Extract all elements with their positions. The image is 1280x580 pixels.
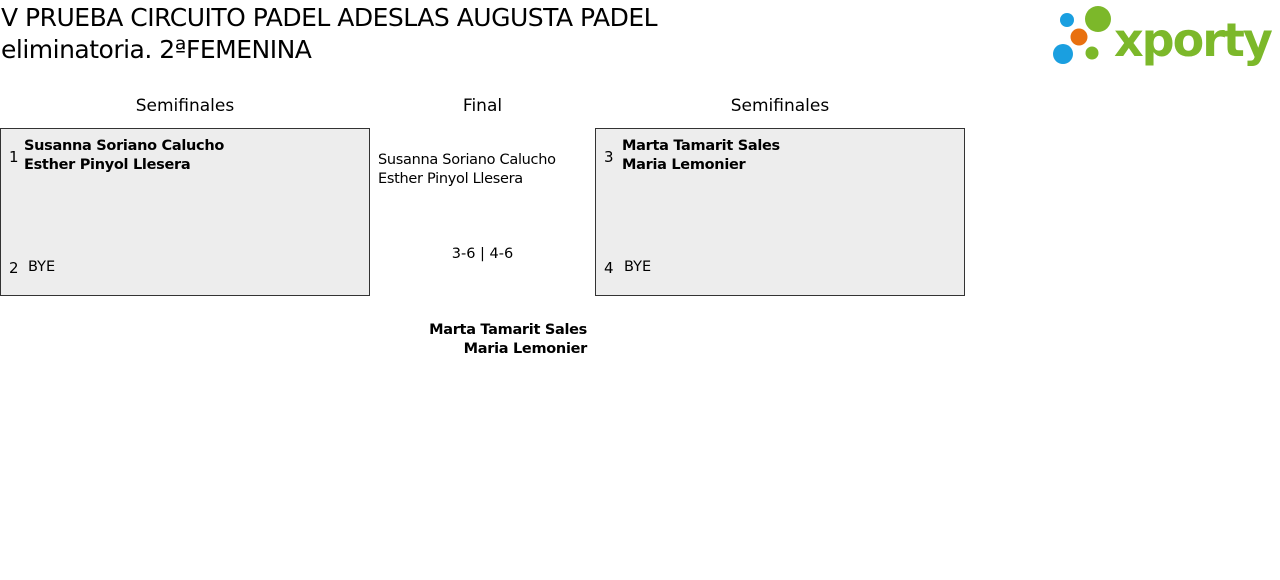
player-name: Susanna Soriano Calucho [24,138,225,154]
player-name: Marta Tamarit Sales [429,322,587,338]
round-header-right: Semifinales [730,96,830,116]
svg-text:xporty: xporty [1114,13,1273,66]
player-name: Susanna Soriano Calucho [378,152,556,168]
bye-label: BYE [28,259,56,275]
semifinal-match-right[interactable]: 3 Marta Tamarit Sales Maria Lemonier 4 B… [595,128,965,296]
seed-number: 3 [604,148,614,166]
round-header-final: Final [462,96,503,116]
player-name: Maria Lemonier [463,341,588,357]
seed-number: 2 [9,259,19,277]
seed-number: 4 [604,259,614,277]
tournament-title: V PRUEBA CIRCUITO PADEL ADESLAS AUGUSTA … [1,3,658,32]
player-name: Esther Pinyol Llesera [378,171,523,187]
final-team2: Marta Tamarit Sales Maria Lemonier [429,321,587,359]
round-header-left: Semifinales [135,96,235,116]
team-names: Marta Tamarit Sales Maria Lemonier [622,137,780,175]
page-title: V PRUEBA CIRCUITO PADEL ADESLAS AUGUSTA … [1,2,658,66]
team-names: Susanna Soriano Calucho Esther Pinyol Ll… [24,137,224,175]
player-name: Esther Pinyol Llesera [24,157,191,173]
seed-number: 1 [9,148,19,166]
bye-label: BYE [624,259,652,275]
logo-dots-icon: xporty [1053,6,1275,67]
final-team1: Susanna Soriano Calucho Esther Pinyol Ll… [378,151,556,189]
draw-subtitle: eliminatoria. 2ªFEMENINA [1,35,312,64]
player-name: Maria Lemonier [622,157,746,173]
semifinal-match-left[interactable]: 1 Susanna Soriano Calucho Esther Pinyol … [0,128,370,296]
player-name: Marta Tamarit Sales [622,138,780,154]
final-score: 3-6 | 4-6 [451,246,514,262]
xporty-logo[interactable]: xporty [1050,4,1275,67]
